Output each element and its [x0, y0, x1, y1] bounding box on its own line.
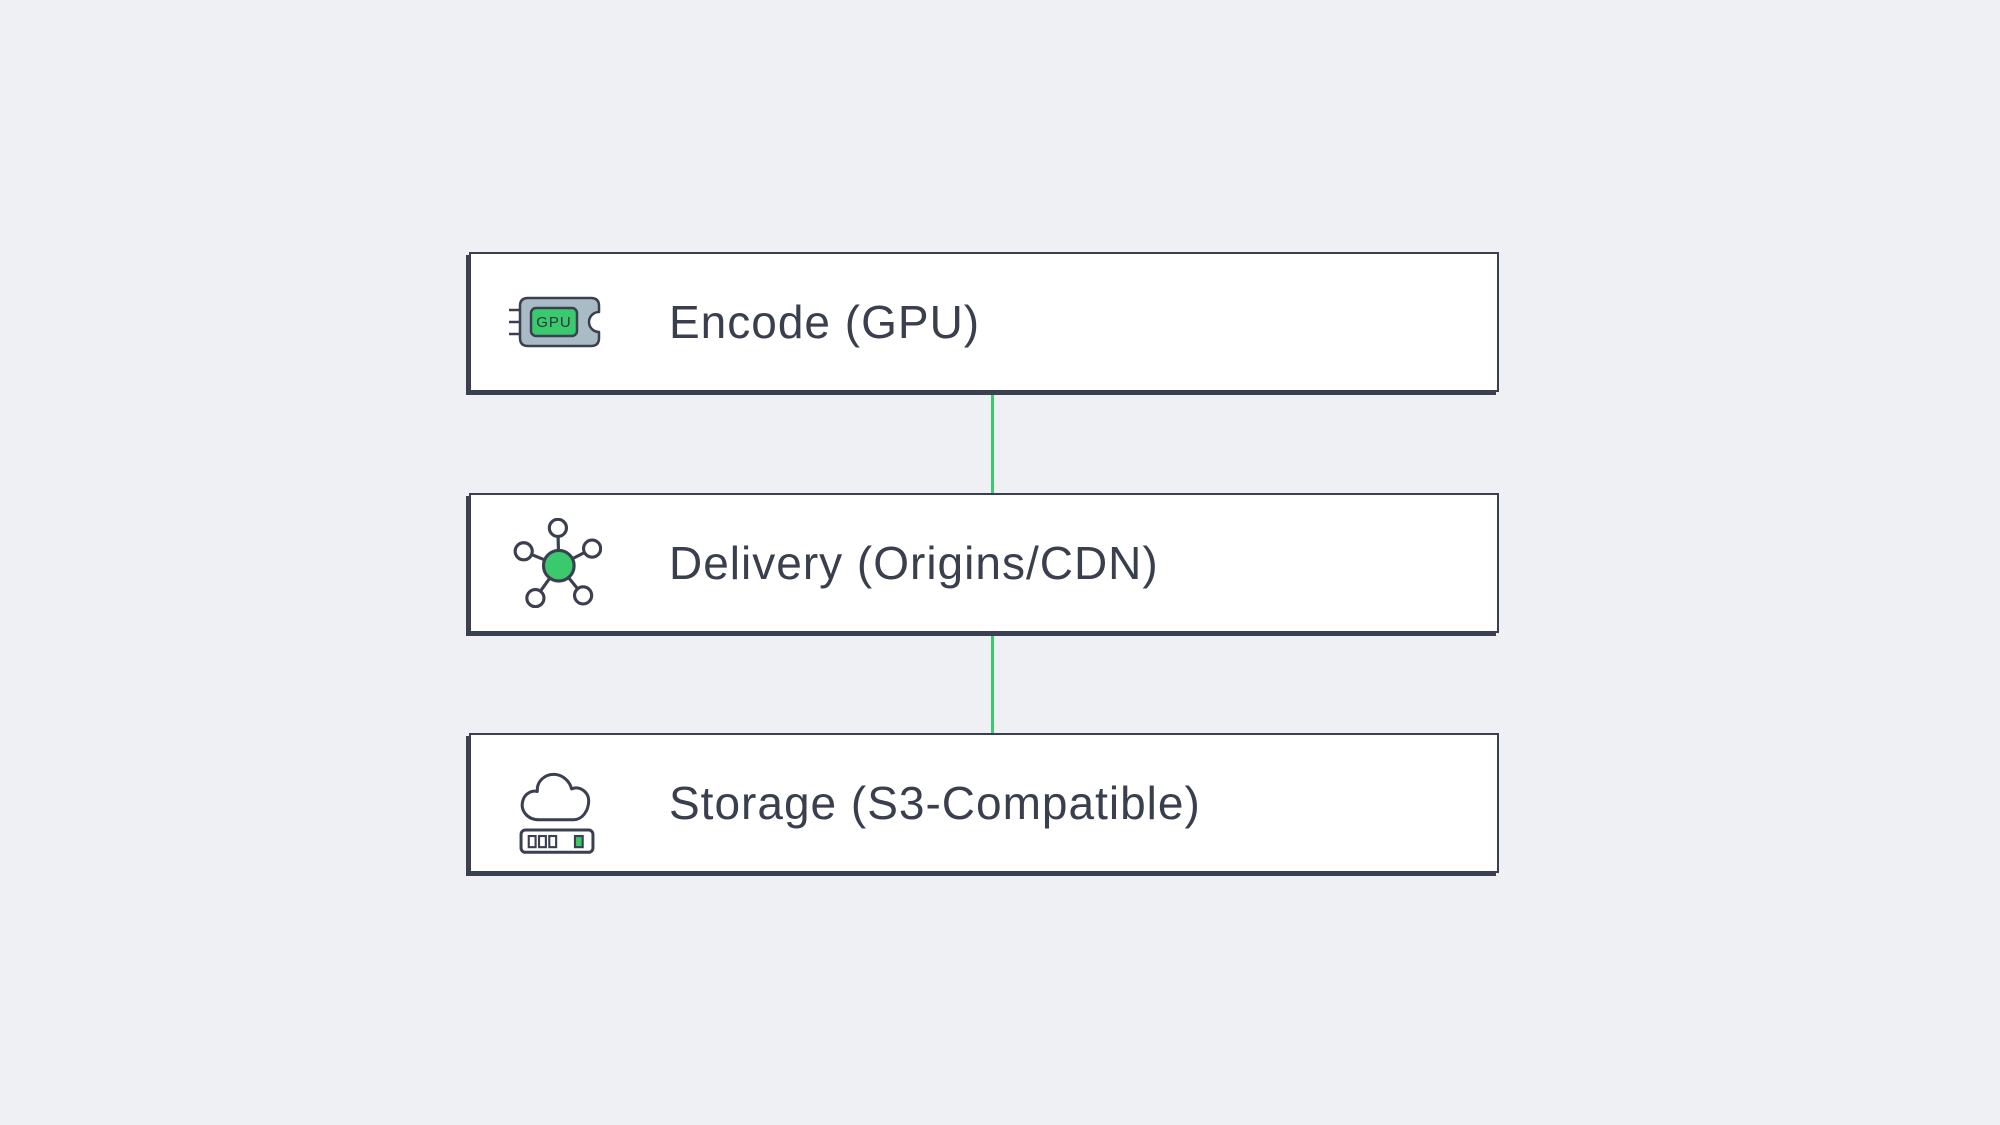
- network-hub-icon: [507, 518, 607, 608]
- node-encode: GPU Encode (GPU): [469, 252, 1499, 392]
- connector-encode-delivery: [991, 391, 994, 494]
- node-delivery: Delivery (Origins/CDN): [469, 493, 1499, 633]
- node-storage: Storage (S3-Compatible): [469, 733, 1499, 873]
- gpu-chip-icon: GPU: [507, 293, 607, 351]
- node-label-encode: Encode (GPU): [669, 296, 981, 348]
- connector-delivery-storage: [991, 631, 994, 734]
- node-label-delivery: Delivery (Origins/CDN): [669, 537, 1159, 589]
- cloud-storage-server-icon: [507, 753, 607, 854]
- node-label-storage: Storage (S3-Compatible): [669, 777, 1201, 829]
- gpu-chip-label: GPU: [536, 314, 572, 331]
